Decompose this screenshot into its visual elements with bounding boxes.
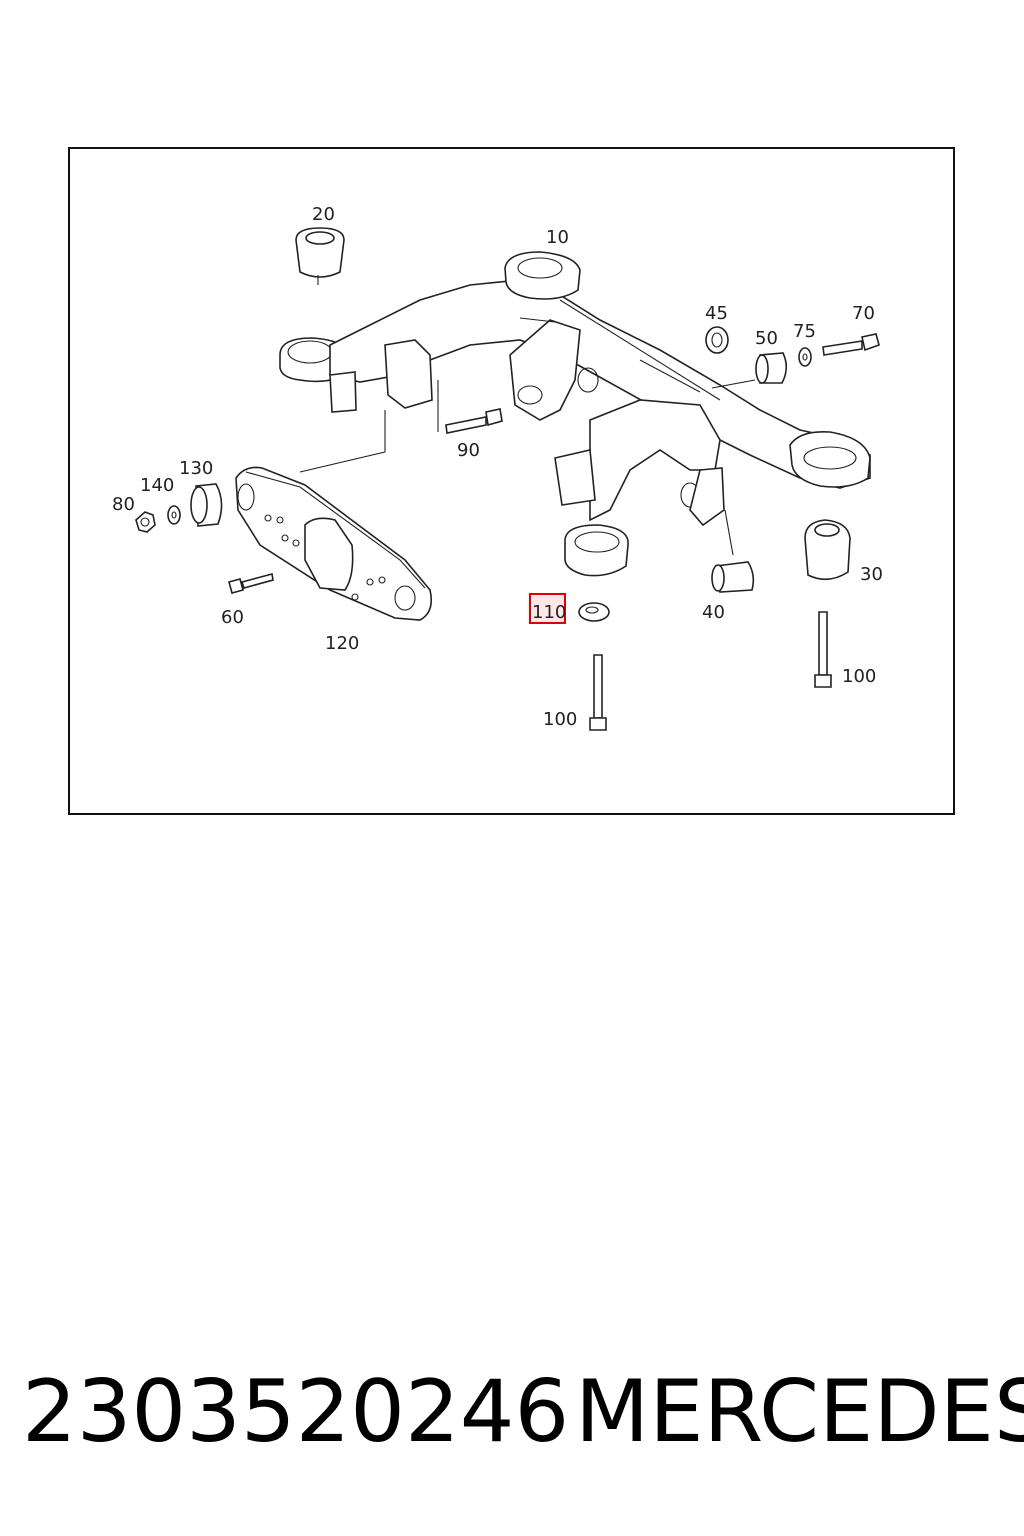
label-100-center: 100 (543, 709, 577, 730)
bolt-part-100-right[interactable] (814, 611, 832, 688)
label-120: 120 (325, 633, 359, 654)
leader-line (711, 379, 756, 389)
bushing-part-50[interactable] (755, 352, 788, 384)
washer-part-75[interactable] (798, 347, 812, 367)
diagram-frame (68, 147, 955, 815)
leader-line (724, 509, 734, 556)
label-20: 20 (312, 204, 335, 225)
bushing-part-30[interactable] (804, 519, 851, 581)
label-140: 140 (140, 475, 174, 496)
label-60: 60 (221, 607, 244, 628)
leader-line (299, 410, 386, 473)
nut-part-80[interactable] (135, 511, 156, 533)
bolt-part-60[interactable] (228, 573, 274, 594)
bushing-part-40[interactable] (711, 561, 755, 593)
label-80: 80 (112, 494, 135, 515)
label-40: 40 (702, 602, 725, 623)
label-100-right: 100 (842, 666, 876, 687)
highlight-box (529, 593, 566, 624)
mount-part-20[interactable] (295, 227, 345, 285)
part-number: 2303520246 (22, 1362, 570, 1462)
bolt-part-90[interactable] (445, 408, 503, 434)
washer-part-140[interactable] (167, 505, 181, 525)
bolt-part-70[interactable] (822, 333, 880, 356)
label-45: 45 (705, 303, 728, 324)
label-75: 75 (793, 321, 816, 342)
label-90: 90 (457, 440, 480, 461)
plate-part-120[interactable] (235, 466, 433, 621)
label-50: 50 (755, 328, 778, 349)
label-110[interactable]: 110 (532, 602, 566, 623)
ring-part-45[interactable] (705, 326, 729, 354)
brand-name: MERCEDES (575, 1362, 1024, 1462)
bolt-part-100-center[interactable] (589, 654, 607, 731)
washer-part-110[interactable] (578, 602, 610, 622)
label-130: 130 (179, 458, 213, 479)
label-30: 30 (860, 564, 883, 585)
bushing-part-130[interactable] (190, 483, 223, 527)
subframe-part-10[interactable] (279, 251, 871, 577)
label-70: 70 (852, 303, 875, 324)
label-10: 10 (546, 227, 569, 248)
